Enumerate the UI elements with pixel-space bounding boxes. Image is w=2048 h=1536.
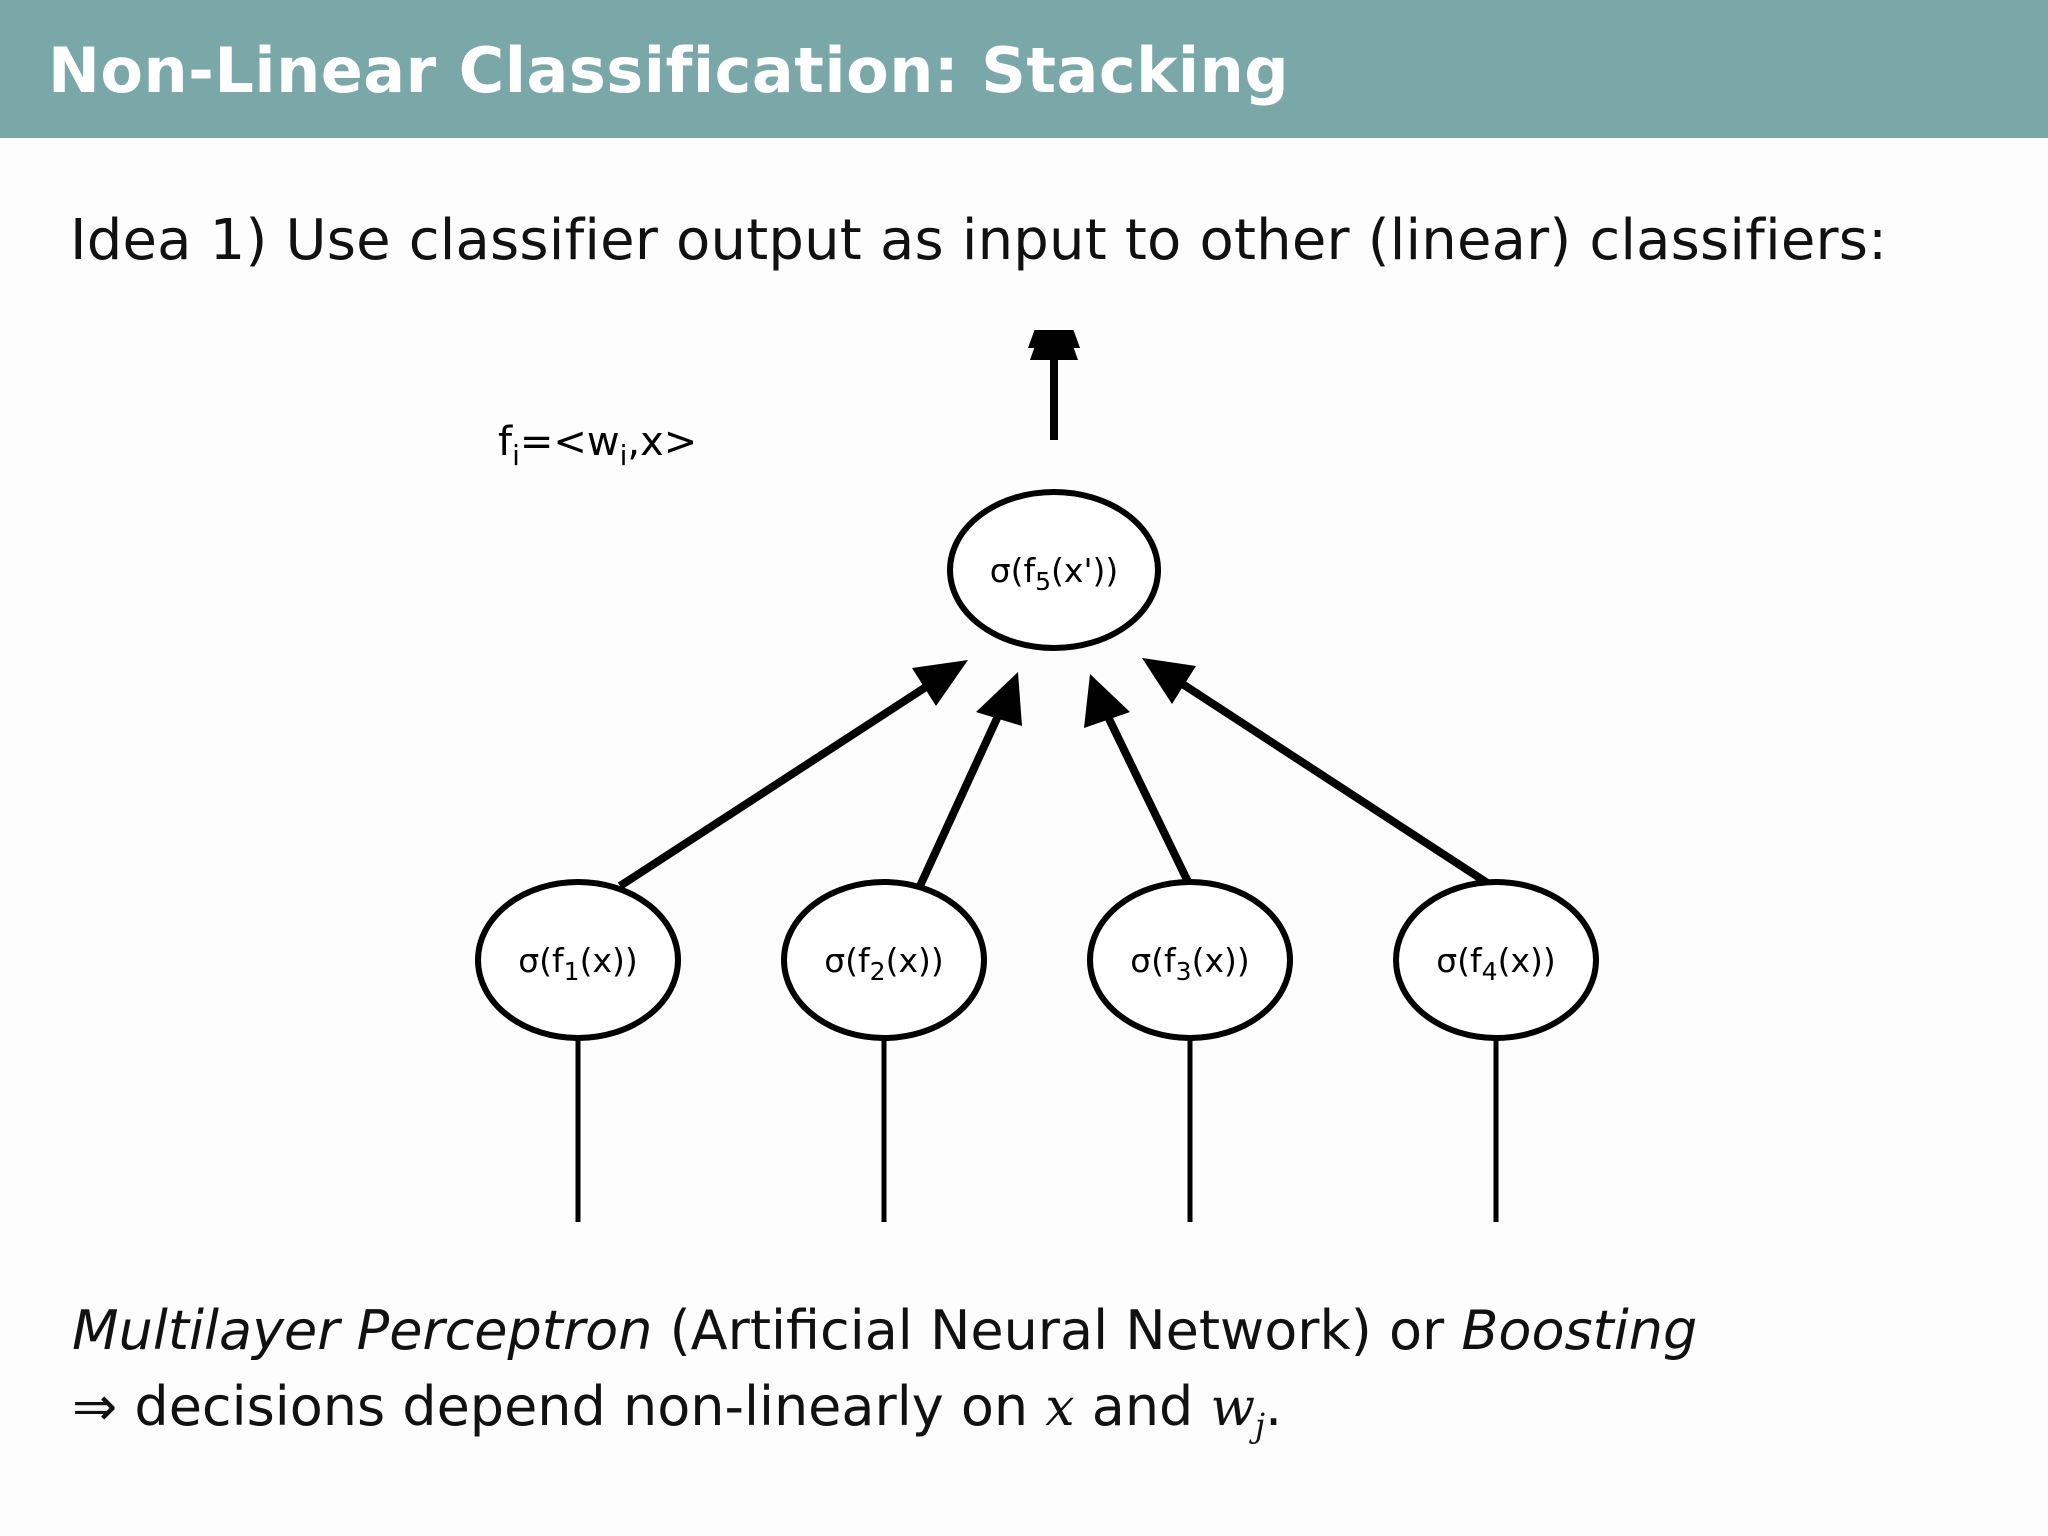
caption-italic-boosting: Boosting xyxy=(1461,1299,1698,1362)
caption-plain-decisions: decisions depend non-linearly on xyxy=(117,1374,1046,1438)
input-node-1[interactable]: σ(f1(x)) xyxy=(475,879,681,1041)
input-node-4-suffix: (x)) xyxy=(1498,941,1556,980)
math-var-x: x xyxy=(1045,1377,1075,1438)
caption-period: . xyxy=(1265,1374,1283,1438)
formula-mid: =<w xyxy=(520,419,620,465)
input-node-4-index: 4 xyxy=(1482,957,1498,986)
input-node-1-prefix: σ(f xyxy=(518,941,565,980)
caption-line-2: ⇒ decisions depend non-linearly on x and… xyxy=(72,1371,1972,1447)
formula-tail: ,x> xyxy=(627,419,697,465)
output-node-index: 5 xyxy=(1035,567,1051,596)
output-node-suffix: (x')) xyxy=(1051,551,1118,590)
math-var-w: wj xyxy=(1210,1377,1266,1444)
math-var-w-subscript: j xyxy=(1255,1406,1266,1445)
caption-plain-ann: (Artificial Neural Network) or xyxy=(652,1299,1462,1362)
input-node-1-suffix: (x)) xyxy=(580,941,638,980)
formula-sub-2: i xyxy=(620,439,628,472)
output-arrow xyxy=(1028,330,1080,440)
caption-italic-multilayer-perceptron: Multilayer Perceptron xyxy=(72,1299,653,1362)
intro-text: Idea 1) Use classifier output as input t… xyxy=(70,208,1888,273)
svg-text:σ(f5(x')): σ(f5(x')) xyxy=(990,551,1119,596)
input-node-2-suffix: (x)) xyxy=(886,941,944,980)
edge-node2-to-output xyxy=(916,672,1022,888)
caption-block: Multilayer Perceptron (Artificial Neural… xyxy=(72,1295,1972,1447)
edge-node3-to-output xyxy=(1084,674,1194,888)
input-node-3-index: 3 xyxy=(1176,957,1192,986)
input-node-3-prefix: σ(f xyxy=(1130,941,1177,980)
input-node-3[interactable]: σ(f3(x)) xyxy=(1087,879,1293,1041)
implies-arrow-icon: ⇒ xyxy=(72,1374,118,1438)
caption-line-1: Multilayer Perceptron (Artificial Neural… xyxy=(72,1295,1972,1367)
page-title: Non-Linear Classification: Stacking xyxy=(48,34,1290,107)
svg-text:σ(f1(x)): σ(f1(x)) xyxy=(518,941,637,986)
input-node-1-index: 1 xyxy=(564,957,580,986)
formula-sub-1: i xyxy=(512,439,520,472)
edge-node4-to-output xyxy=(1142,658,1495,890)
caption-plain-and: and xyxy=(1074,1374,1211,1438)
input-node-4-prefix: σ(f xyxy=(1436,941,1483,980)
input-node-2-index: 2 xyxy=(870,957,886,986)
output-node-prefix: σ(f xyxy=(990,551,1037,590)
stacking-diagram: fi=<wi,x> σ(f5(x')) xyxy=(0,330,2048,1250)
svg-text:σ(f3(x)): σ(f3(x)) xyxy=(1130,941,1249,986)
input-node-2[interactable]: σ(f2(x)) xyxy=(781,879,987,1041)
output-node[interactable]: σ(f5(x')) xyxy=(947,489,1161,651)
formula-annotation: fi=<wi,x> xyxy=(498,419,697,472)
input-node-3-suffix: (x)) xyxy=(1192,941,1250,980)
title-bar: Non-Linear Classification: Stacking xyxy=(0,0,2048,138)
svg-text:σ(f2(x)): σ(f2(x)) xyxy=(824,941,943,986)
input-node-2-prefix: σ(f xyxy=(824,941,871,980)
svg-text:σ(f4(x)): σ(f4(x)) xyxy=(1436,941,1555,986)
input-node-4[interactable]: σ(f4(x)) xyxy=(1393,879,1599,1041)
formula-base-1: f xyxy=(498,419,513,465)
svg-text:fi=<wi,x>: fi=<wi,x> xyxy=(498,419,697,472)
math-var-w-base: w xyxy=(1210,1377,1256,1438)
edge-node1-to-output xyxy=(617,660,968,890)
